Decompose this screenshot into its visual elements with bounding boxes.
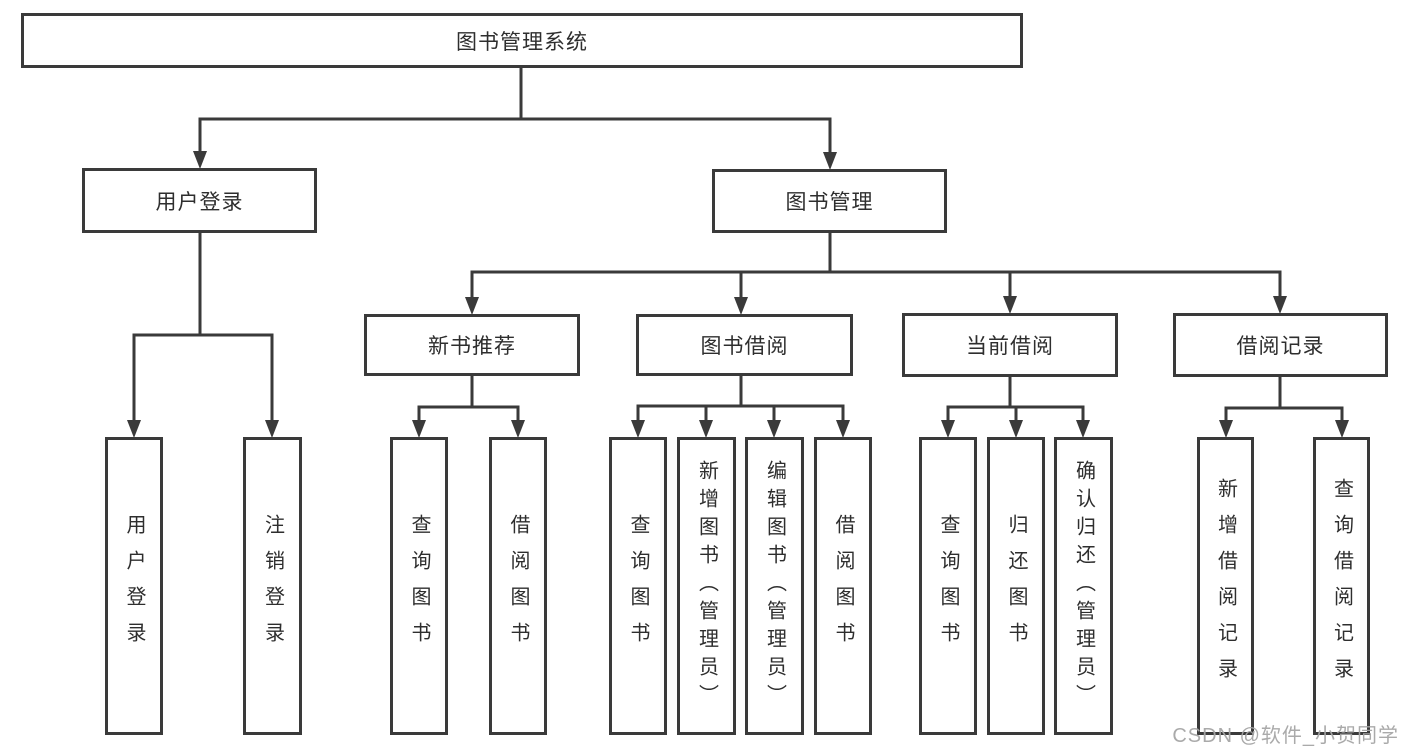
leaf-br-query-record: 查询借阅记录: [1313, 437, 1370, 735]
leaf-bb-borrow-books-label: 借阅图书: [832, 514, 854, 658]
arrowhead-leaf-logout: [265, 420, 279, 438]
leaf-nbr-borrow-books: 借阅图书: [489, 437, 547, 735]
leaf-cb-confirm-return-label: 确认归还（管理员）: [1072, 460, 1095, 712]
node-book-borrow: 图书借阅: [636, 314, 853, 376]
leaf-user-login: 用户登录: [105, 437, 163, 735]
arrowhead-new-book-recommend: [465, 297, 479, 315]
leaf-user-login-label: 用户登录: [123, 514, 145, 658]
leaf-nbr-query-books-label: 查询图书: [408, 514, 430, 658]
leaf-br-add-record-label: 新增借阅记录: [1214, 478, 1237, 694]
arrowhead-nbr-query: [412, 420, 426, 438]
arrowhead-br-add: [1219, 420, 1233, 438]
leaf-nbr-borrow-books-label: 借阅图书: [507, 514, 529, 658]
arrowhead-user-login: [193, 151, 207, 169]
arrowhead-borrow-record: [1273, 296, 1287, 314]
leaf-bb-borrow-books: 借阅图书: [814, 437, 872, 735]
arrowhead-br-query: [1335, 420, 1349, 438]
arrowhead-bb-query: [631, 420, 645, 438]
node-book-borrow-label: 图书借阅: [700, 335, 789, 358]
arrowhead-bb-borrow: [836, 420, 850, 438]
leaf-cb-return-books-label: 归还图书: [1005, 514, 1027, 658]
leaf-bb-add-books: 新增图书（管理员）: [677, 437, 736, 735]
connector-book-borrow-split: [636, 374, 845, 422]
connector-book-management-split: [470, 231, 1282, 299]
leaf-bb-edit-books: 编辑图书（管理员）: [745, 437, 804, 735]
node-current-borrow-label: 当前借阅: [966, 335, 1054, 358]
arrowhead-current-borrow: [1003, 296, 1017, 314]
leaf-logout-label: 注销登录: [261, 514, 284, 658]
leaf-br-query-record-label: 查询借阅记录: [1330, 478, 1353, 694]
arrowhead-leaf-user-login: [127, 420, 141, 438]
node-new-book-recommend-label: 新书推荐: [428, 335, 516, 358]
arrowhead-cb-return: [1009, 420, 1023, 438]
node-user-login: 用户登录: [82, 168, 317, 233]
leaf-bb-add-books-label: 新增图书（管理员）: [695, 460, 718, 712]
arrowhead-cb-query: [941, 420, 955, 438]
leaf-cb-return-books: 归还图书: [987, 437, 1045, 735]
node-borrow-record-label: 借阅记录: [1236, 335, 1325, 358]
leaf-bb-query-books-label: 查询图书: [627, 514, 649, 658]
node-current-borrow: 当前借阅: [902, 313, 1118, 377]
arrowhead-cb-confirm: [1076, 420, 1090, 438]
leaf-logout: 注销登录: [243, 437, 302, 735]
node-borrow-record: 借阅记录: [1173, 313, 1388, 377]
connector-new-book-recommend-split: [417, 374, 520, 422]
connector-current-borrow-split: [946, 375, 1085, 422]
leaf-bb-edit-books-label: 编辑图书（管理员）: [763, 460, 786, 712]
node-root-label: 图书管理系统: [456, 30, 588, 54]
arrowhead-nbr-borrow: [511, 420, 525, 438]
arrowhead-bb-edit: [767, 420, 781, 438]
arrowhead-book-borrow: [734, 297, 748, 315]
arrowhead-book-management: [823, 152, 837, 170]
connector-borrow-record-split: [1224, 375, 1344, 422]
leaf-bb-query-books: 查询图书: [609, 437, 667, 735]
connector-user-login-split: [132, 231, 274, 422]
leaf-cb-confirm-return: 确认归还（管理员）: [1054, 437, 1113, 735]
leaf-br-add-record: 新增借阅记录: [1197, 437, 1254, 735]
node-root: 图书管理系统: [21, 13, 1023, 68]
leaf-cb-query-books-label: 查询图书: [937, 514, 959, 658]
node-book-management-label: 图书管理: [785, 191, 874, 214]
node-new-book-recommend: 新书推荐: [364, 314, 580, 376]
node-user-login-label: 用户登录: [155, 190, 244, 214]
leaf-cb-query-books: 查询图书: [919, 437, 977, 735]
leaf-nbr-query-books: 查询图书: [390, 437, 448, 735]
node-book-management: 图书管理: [712, 169, 947, 233]
watermark-text: CSDN @软件_小贺同学: [1172, 725, 1399, 747]
arrowhead-bb-add: [699, 420, 713, 438]
connector-root-to-level2: [198, 66, 832, 154]
